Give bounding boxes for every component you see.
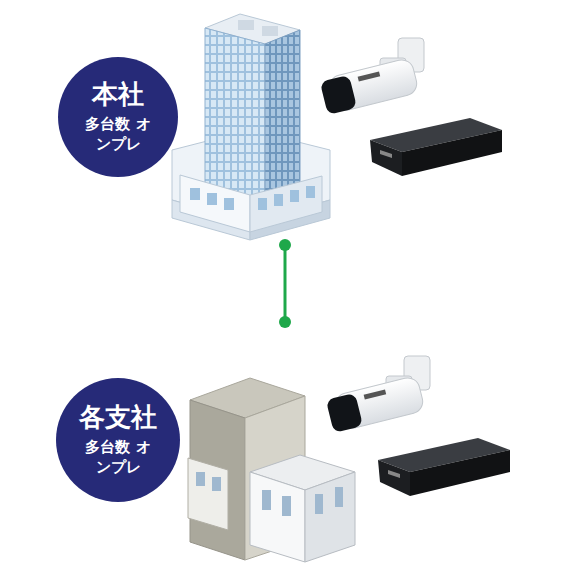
badge-text: 本社多台数 オンプレ <box>82 80 154 154</box>
site-note: 多台数 オンプレ <box>82 114 154 155</box>
security-camera <box>319 38 424 115</box>
network-link <box>279 239 291 328</box>
badge-text: 各支社多台数 オンプレ <box>79 403 157 477</box>
network-link <box>284 245 287 322</box>
site-note: 多台数 オンプレ <box>82 437 154 478</box>
location-node: 各支社多台数 オンプレ <box>55 322 515 562</box>
circle-badge <box>56 378 180 502</box>
link-end-dot <box>279 239 291 251</box>
recorder-box <box>370 118 502 176</box>
hq-building <box>172 14 330 240</box>
location-node: 本社多台数 オンプレ <box>55 52 505 245</box>
site-name: 各支社 <box>79 403 157 433</box>
circle-badge <box>58 57 178 177</box>
site-name: 本社 <box>82 80 154 110</box>
link-end-dot <box>279 316 291 328</box>
